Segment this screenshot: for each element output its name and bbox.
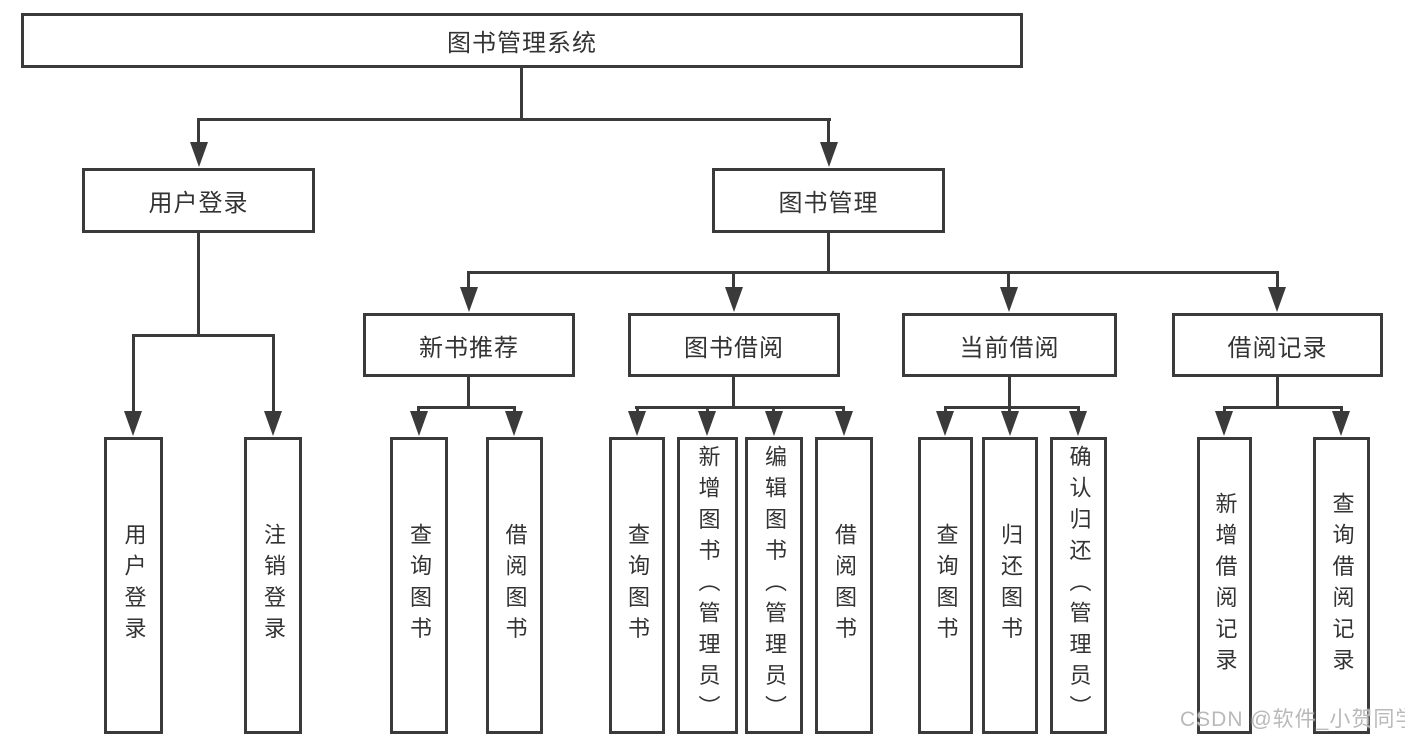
connector <box>732 377 735 408</box>
connector <box>1077 406 1080 413</box>
leaf-query-borrow-record-label: 查询借阅记录 <box>1329 491 1355 680</box>
arrowhead <box>190 142 208 167</box>
node-root-label: 图书管理系统 <box>447 30 597 57</box>
arrowhead <box>124 411 142 436</box>
connector <box>944 406 947 413</box>
connector <box>272 334 275 413</box>
leaf-query-books-current: 查询图书 <box>918 437 973 734</box>
arrowhead <box>698 411 716 436</box>
node-book-borrow-label: 图书借阅 <box>684 334 784 362</box>
arrowhead <box>1215 411 1233 436</box>
arrowhead <box>1069 411 1087 436</box>
arrowhead <box>936 411 954 436</box>
leaf-borrow-books-recommend-label: 借阅图书 <box>502 523 528 648</box>
connector <box>197 118 200 146</box>
leaf-return-book: 归还图书 <box>982 437 1038 734</box>
leaf-query-books-recommend: 查询图书 <box>390 437 448 734</box>
connector <box>467 271 1279 274</box>
leaf-query-books-current-label: 查询图书 <box>933 523 959 648</box>
node-book-management-label: 图书管理 <box>778 190 879 217</box>
connector <box>1008 377 1011 408</box>
connector <box>827 233 830 273</box>
leaf-add-borrow-record: 新增借阅记录 <box>1197 437 1252 734</box>
leaf-query-books-borrow: 查询图书 <box>609 437 665 734</box>
leaf-user-login: 用户登录 <box>104 437 163 734</box>
leaf-add-book-admin-label: 新增图书（管理员） <box>695 444 721 727</box>
arrowhead <box>410 411 428 436</box>
arrowhead <box>725 287 743 312</box>
leaf-borrow-books-borrow: 借阅图书 <box>815 437 873 734</box>
connector <box>1223 406 1226 413</box>
connector <box>467 377 470 408</box>
connector <box>1008 406 1011 413</box>
arrowhead <box>1001 411 1019 436</box>
node-current-borrow-label: 当前借阅 <box>959 334 1060 362</box>
connector <box>1340 406 1343 413</box>
connector <box>132 334 135 413</box>
leaf-logout-label: 注销登录 <box>261 523 286 648</box>
connector <box>636 406 639 413</box>
connector <box>732 271 735 290</box>
connector <box>417 406 516 409</box>
leaf-borrow-books-recommend: 借阅图书 <box>486 437 543 734</box>
leaf-confirm-return-admin: 确认归还（管理员） <box>1050 437 1107 734</box>
connector <box>197 118 831 121</box>
leaf-logout: 注销登录 <box>244 437 302 734</box>
leaf-edit-book-admin-label: 编辑图书（管理员） <box>762 444 787 727</box>
node-current-borrow: 当前借阅 <box>902 313 1117 377</box>
connector <box>706 406 709 413</box>
node-user-login-label: 用户登录 <box>148 190 249 217</box>
leaf-user-login-label: 用户登录 <box>121 523 147 648</box>
arrowhead <box>628 411 646 436</box>
node-borrow-records: 借阅记录 <box>1172 313 1383 377</box>
arrowhead <box>264 411 282 436</box>
leaf-borrow-books-borrow-label: 借阅图书 <box>832 523 857 648</box>
node-root: 图书管理系统 <box>21 13 1023 68</box>
arrowhead <box>1332 411 1350 436</box>
leaf-query-books-borrow-label: 查询图书 <box>625 523 650 648</box>
connector <box>772 406 775 413</box>
connector <box>467 271 470 290</box>
arrowhead <box>505 411 523 436</box>
leaf-add-borrow-record-label: 新增借阅记录 <box>1212 491 1238 680</box>
leaf-add-book-admin: 新增图书（管理员） <box>677 437 738 734</box>
connector <box>132 334 275 337</box>
connector <box>1223 406 1343 409</box>
connector <box>417 406 420 413</box>
leaf-edit-book-admin: 编辑图书（管理员） <box>745 437 803 734</box>
node-borrow-records-label: 借阅记录 <box>1227 334 1328 362</box>
node-book-borrow: 图书借阅 <box>628 313 840 377</box>
arrowhead <box>1268 287 1286 312</box>
arrowhead <box>820 142 838 167</box>
node-user-login: 用户登录 <box>82 168 315 233</box>
leaf-query-books-recommend-label: 查询图书 <box>407 523 432 648</box>
leaf-confirm-return-admin-label: 确认归还（管理员） <box>1066 444 1092 727</box>
arrowhead <box>765 411 783 436</box>
connector <box>944 406 1079 409</box>
arrowhead <box>1000 287 1018 312</box>
node-new-book-recommend: 新书推荐 <box>363 313 575 377</box>
connector <box>1276 377 1279 408</box>
node-book-management: 图书管理 <box>712 168 945 233</box>
connector <box>513 406 516 413</box>
csdn-watermark: CSDN @软件_小贺同学 <box>1180 708 1405 731</box>
connector <box>635 406 844 409</box>
connector <box>197 233 200 336</box>
connector <box>1007 271 1010 290</box>
node-new-book-recommend-label: 新书推荐 <box>419 334 519 362</box>
arrowhead <box>835 411 853 436</box>
arrowhead <box>460 287 478 312</box>
connector <box>1276 271 1279 290</box>
leaf-query-borrow-record: 查询借阅记录 <box>1313 437 1370 734</box>
connector <box>827 118 830 146</box>
connector <box>842 406 845 413</box>
leaf-return-book-label: 归还图书 <box>998 523 1023 648</box>
connector <box>520 68 523 120</box>
